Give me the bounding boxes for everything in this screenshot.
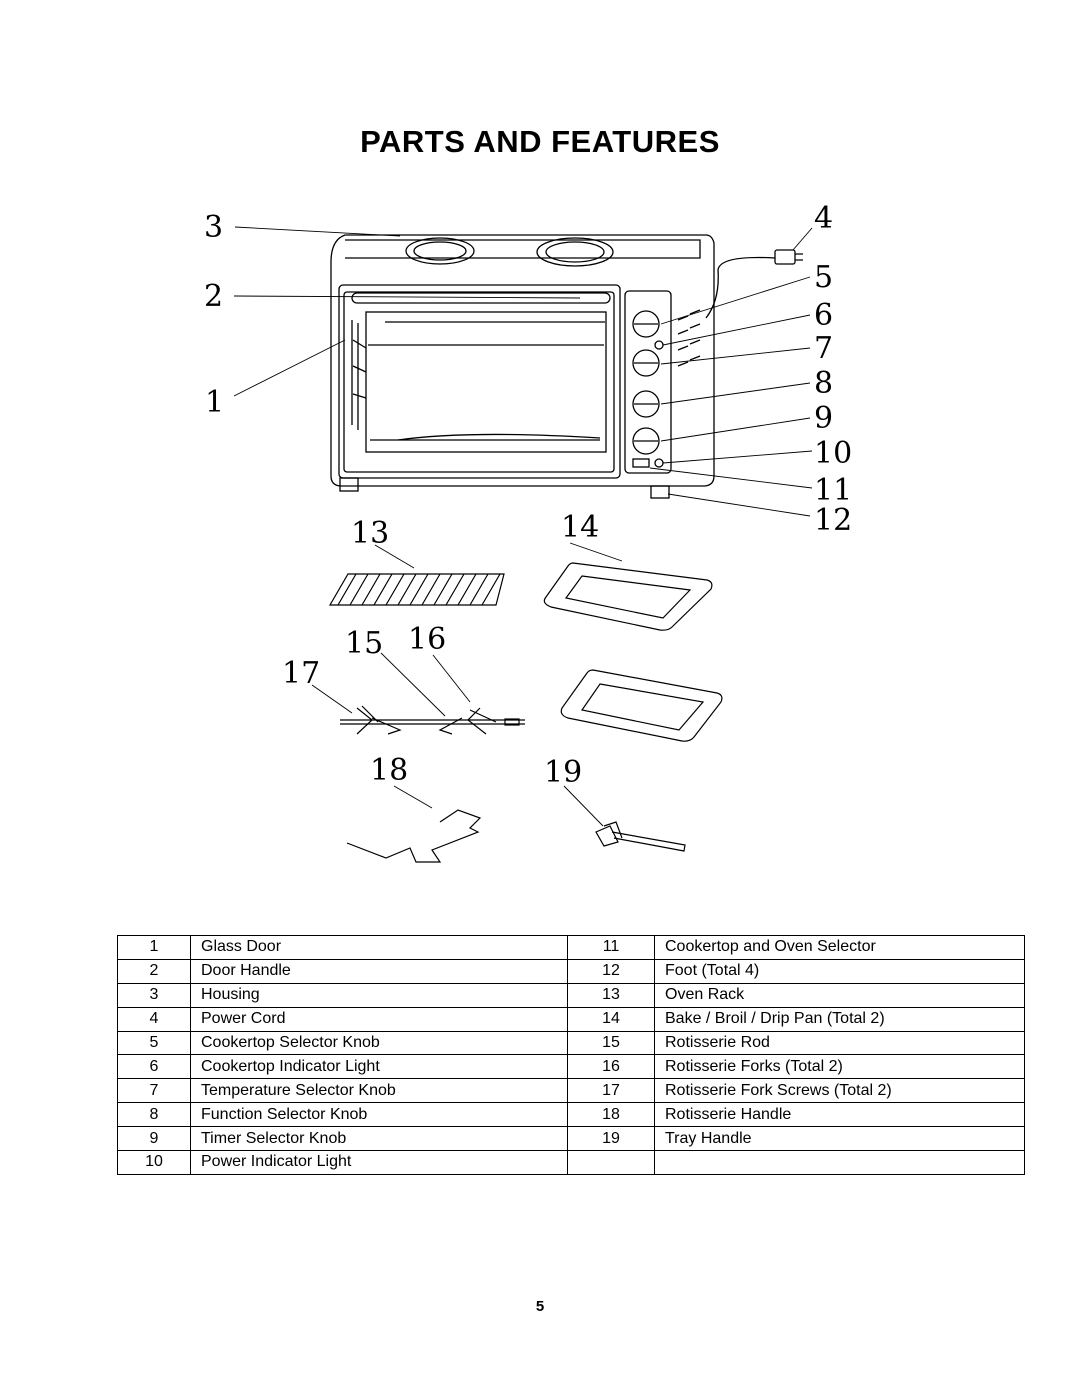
part-number: 4 xyxy=(117,1006,191,1032)
part-name: Function Selector Knob xyxy=(190,1102,568,1128)
callout-17: 17 xyxy=(282,656,320,691)
part-number: 18 xyxy=(567,1102,655,1128)
part-name: Timer Selector Knob xyxy=(190,1126,568,1152)
part-name: Cookertop Indicator Light xyxy=(190,1054,568,1080)
callout-16: 16 xyxy=(408,622,446,657)
part-number: 9 xyxy=(117,1126,191,1152)
callout-numbers: 1 2 3 4 5 6 7 8 9 10 11 12 13 14 15 16 1… xyxy=(204,201,852,790)
callout-11: 11 xyxy=(814,473,852,508)
callout-13: 13 xyxy=(351,516,389,551)
callout-7: 7 xyxy=(814,331,833,366)
part-number: 7 xyxy=(117,1078,191,1104)
tray-handle-illustration xyxy=(595,821,686,852)
part-name: Rotisserie Rod xyxy=(654,1030,1025,1056)
leader-lines xyxy=(233,226,813,827)
part-number xyxy=(567,1150,655,1175)
part-name: Bake / Broil / Drip Pan (Total 2) xyxy=(654,1006,1025,1032)
rotisserie-illustration xyxy=(340,705,525,735)
part-name: Rotisserie Fork Screws (Total 2) xyxy=(654,1078,1025,1104)
part-number: 17 xyxy=(567,1078,655,1104)
part-number: 16 xyxy=(567,1054,655,1080)
part-name: Power Cord xyxy=(190,1006,568,1032)
part-number: 15 xyxy=(567,1030,655,1056)
part-number: 12 xyxy=(567,958,655,984)
part-name: Rotisserie Handle xyxy=(654,1102,1025,1128)
part-number: 3 xyxy=(117,982,191,1008)
part-name: Rotisserie Forks (Total 2) xyxy=(654,1054,1025,1080)
page-title: PARTS AND FEATURES xyxy=(360,124,720,159)
callout-2: 2 xyxy=(204,279,223,314)
part-number: 6 xyxy=(117,1054,191,1080)
part-number: 2 xyxy=(117,958,191,984)
callout-3: 3 xyxy=(204,210,223,245)
part-name: Cookertop Selector Knob xyxy=(190,1030,568,1056)
part-name: Power Indicator Light xyxy=(190,1150,568,1175)
callout-19: 19 xyxy=(544,755,582,790)
callout-5: 5 xyxy=(814,260,833,295)
part-name: Oven Rack xyxy=(654,982,1025,1008)
part-name: Tray Handle xyxy=(654,1126,1025,1152)
part-number: 19 xyxy=(567,1126,655,1152)
part-name: Housing xyxy=(190,982,568,1008)
callout-6: 6 xyxy=(814,298,833,333)
part-number: 8 xyxy=(117,1102,191,1128)
part-number: 11 xyxy=(567,935,655,960)
callout-4: 4 xyxy=(814,201,833,236)
baking-pans-illustration xyxy=(543,562,723,742)
parts-diagram: 1 2 3 4 5 6 7 8 9 10 11 12 13 14 15 16 1… xyxy=(204,201,852,863)
page-number: 5 xyxy=(535,1298,545,1315)
part-number: 14 xyxy=(567,1006,655,1032)
part-number: 10 xyxy=(117,1150,191,1175)
part-name: Foot (Total 4) xyxy=(654,958,1025,984)
callout-14: 14 xyxy=(561,510,599,545)
part-number: 5 xyxy=(117,1030,191,1056)
part-name: Cookertop and Oven Selector xyxy=(654,935,1025,960)
part-name: Glass Door xyxy=(190,935,568,960)
callout-10: 10 xyxy=(814,436,852,471)
oven-illustration xyxy=(330,234,803,499)
part-number: 1 xyxy=(117,935,191,960)
rotisserie-handle-illustration xyxy=(346,809,482,863)
callout-8: 8 xyxy=(814,366,833,401)
callout-15: 15 xyxy=(345,626,383,661)
callout-18: 18 xyxy=(370,753,408,788)
oven-rack-illustration xyxy=(328,573,505,606)
part-name xyxy=(654,1150,1025,1175)
part-name: Temperature Selector Knob xyxy=(190,1078,568,1104)
part-number: 13 xyxy=(567,982,655,1008)
callout-12: 12 xyxy=(814,503,852,538)
callout-9: 9 xyxy=(814,401,833,436)
part-name: Door Handle xyxy=(190,958,568,984)
callout-1: 1 xyxy=(205,385,224,420)
